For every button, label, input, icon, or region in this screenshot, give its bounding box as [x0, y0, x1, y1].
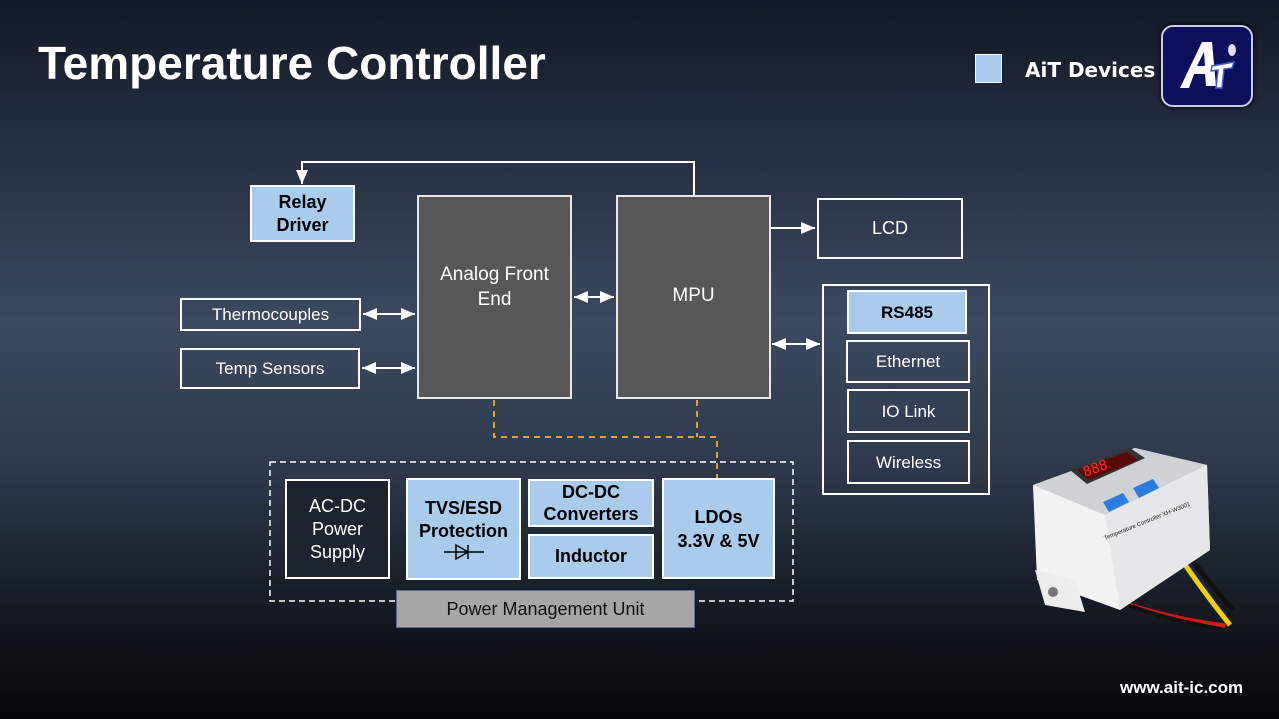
io-link-block: IO Link	[847, 389, 970, 433]
lcd-block: LCD	[817, 198, 963, 259]
relay-driver-block: Relay Driver	[250, 185, 355, 242]
rs485-block: RS485	[847, 290, 967, 334]
dc-dc-block: DC-DC Converters	[528, 479, 654, 527]
relay-feedback-line	[296, 161, 695, 196]
legend-swatch	[975, 54, 1002, 83]
footer-url[interactable]: www.ait-ic.com	[1120, 678, 1244, 697]
afe-block: Analog Front End	[417, 195, 572, 399]
page-title: Temperature Controller	[38, 37, 546, 89]
wireless-block: Wireless	[847, 440, 970, 484]
power-link-line	[493, 400, 718, 479]
mpu-block: MPU	[616, 195, 771, 399]
temp-sensors-block: Temp Sensors	[180, 348, 360, 389]
diode-icon	[443, 543, 484, 561]
product-photo: 888 Temperature Controller XH-W3001	[1025, 430, 1235, 632]
tvs-esd-label: TVS/ESD Protection	[418, 498, 508, 541]
inductor-block: Inductor	[528, 534, 654, 579]
thermocouples-block: Thermocouples	[180, 298, 361, 331]
ait-logo-mark	[1180, 42, 1236, 89]
ldos-block: LDOs 3.3V & 5V	[662, 478, 775, 579]
comm-interfaces-group	[822, 284, 990, 495]
ait-logo	[1161, 25, 1253, 107]
legend-label: AiT Devices	[1025, 58, 1156, 82]
tvs-esd-block: TVS/ESD Protection	[406, 478, 521, 580]
pmu-label: Power Management Unit	[396, 590, 695, 628]
ethernet-block: Ethernet	[846, 340, 970, 383]
ac-dc-block: AC-DC Power Supply	[285, 479, 390, 579]
